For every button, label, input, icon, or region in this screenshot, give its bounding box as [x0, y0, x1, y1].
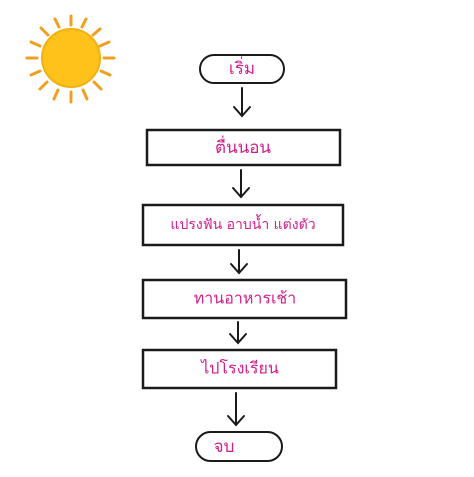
go-to-school-label: ไปโรงเรียน — [199, 359, 279, 378]
arrow-start-to-wake — [233, 87, 251, 118]
breakfast-label: ทานอาหารเช้า — [194, 289, 297, 308]
wash-and-dress-node: แปรงฟัน อาบน้ำ แต่งตัว — [141, 203, 345, 247]
go-to-school-node: ไปโรงเรียน — [141, 348, 338, 390]
arrow-school-to-end — [227, 392, 245, 427]
end-node: จบ — [195, 431, 283, 462]
arrow-wake-to-wash — [232, 169, 250, 199]
wake-up-node: ตื่นนอน — [145, 128, 342, 167]
start-node: เริ่ม — [199, 54, 285, 84]
wake-up-label: ตื่นนอน — [215, 135, 271, 158]
breakfast-node: ทานอาหารเช้า — [141, 278, 348, 320]
wash-and-dress-label: แปรงฟัน อาบน้ำ แต่งตัว — [170, 214, 315, 233]
arrow-eat-to-school — [229, 321, 247, 345]
start-label: เริ่ม — [229, 56, 255, 79]
arrow-wash-to-eat — [230, 249, 248, 275]
sun-icon — [25, 14, 116, 104]
end-label: จบ — [214, 437, 235, 457]
